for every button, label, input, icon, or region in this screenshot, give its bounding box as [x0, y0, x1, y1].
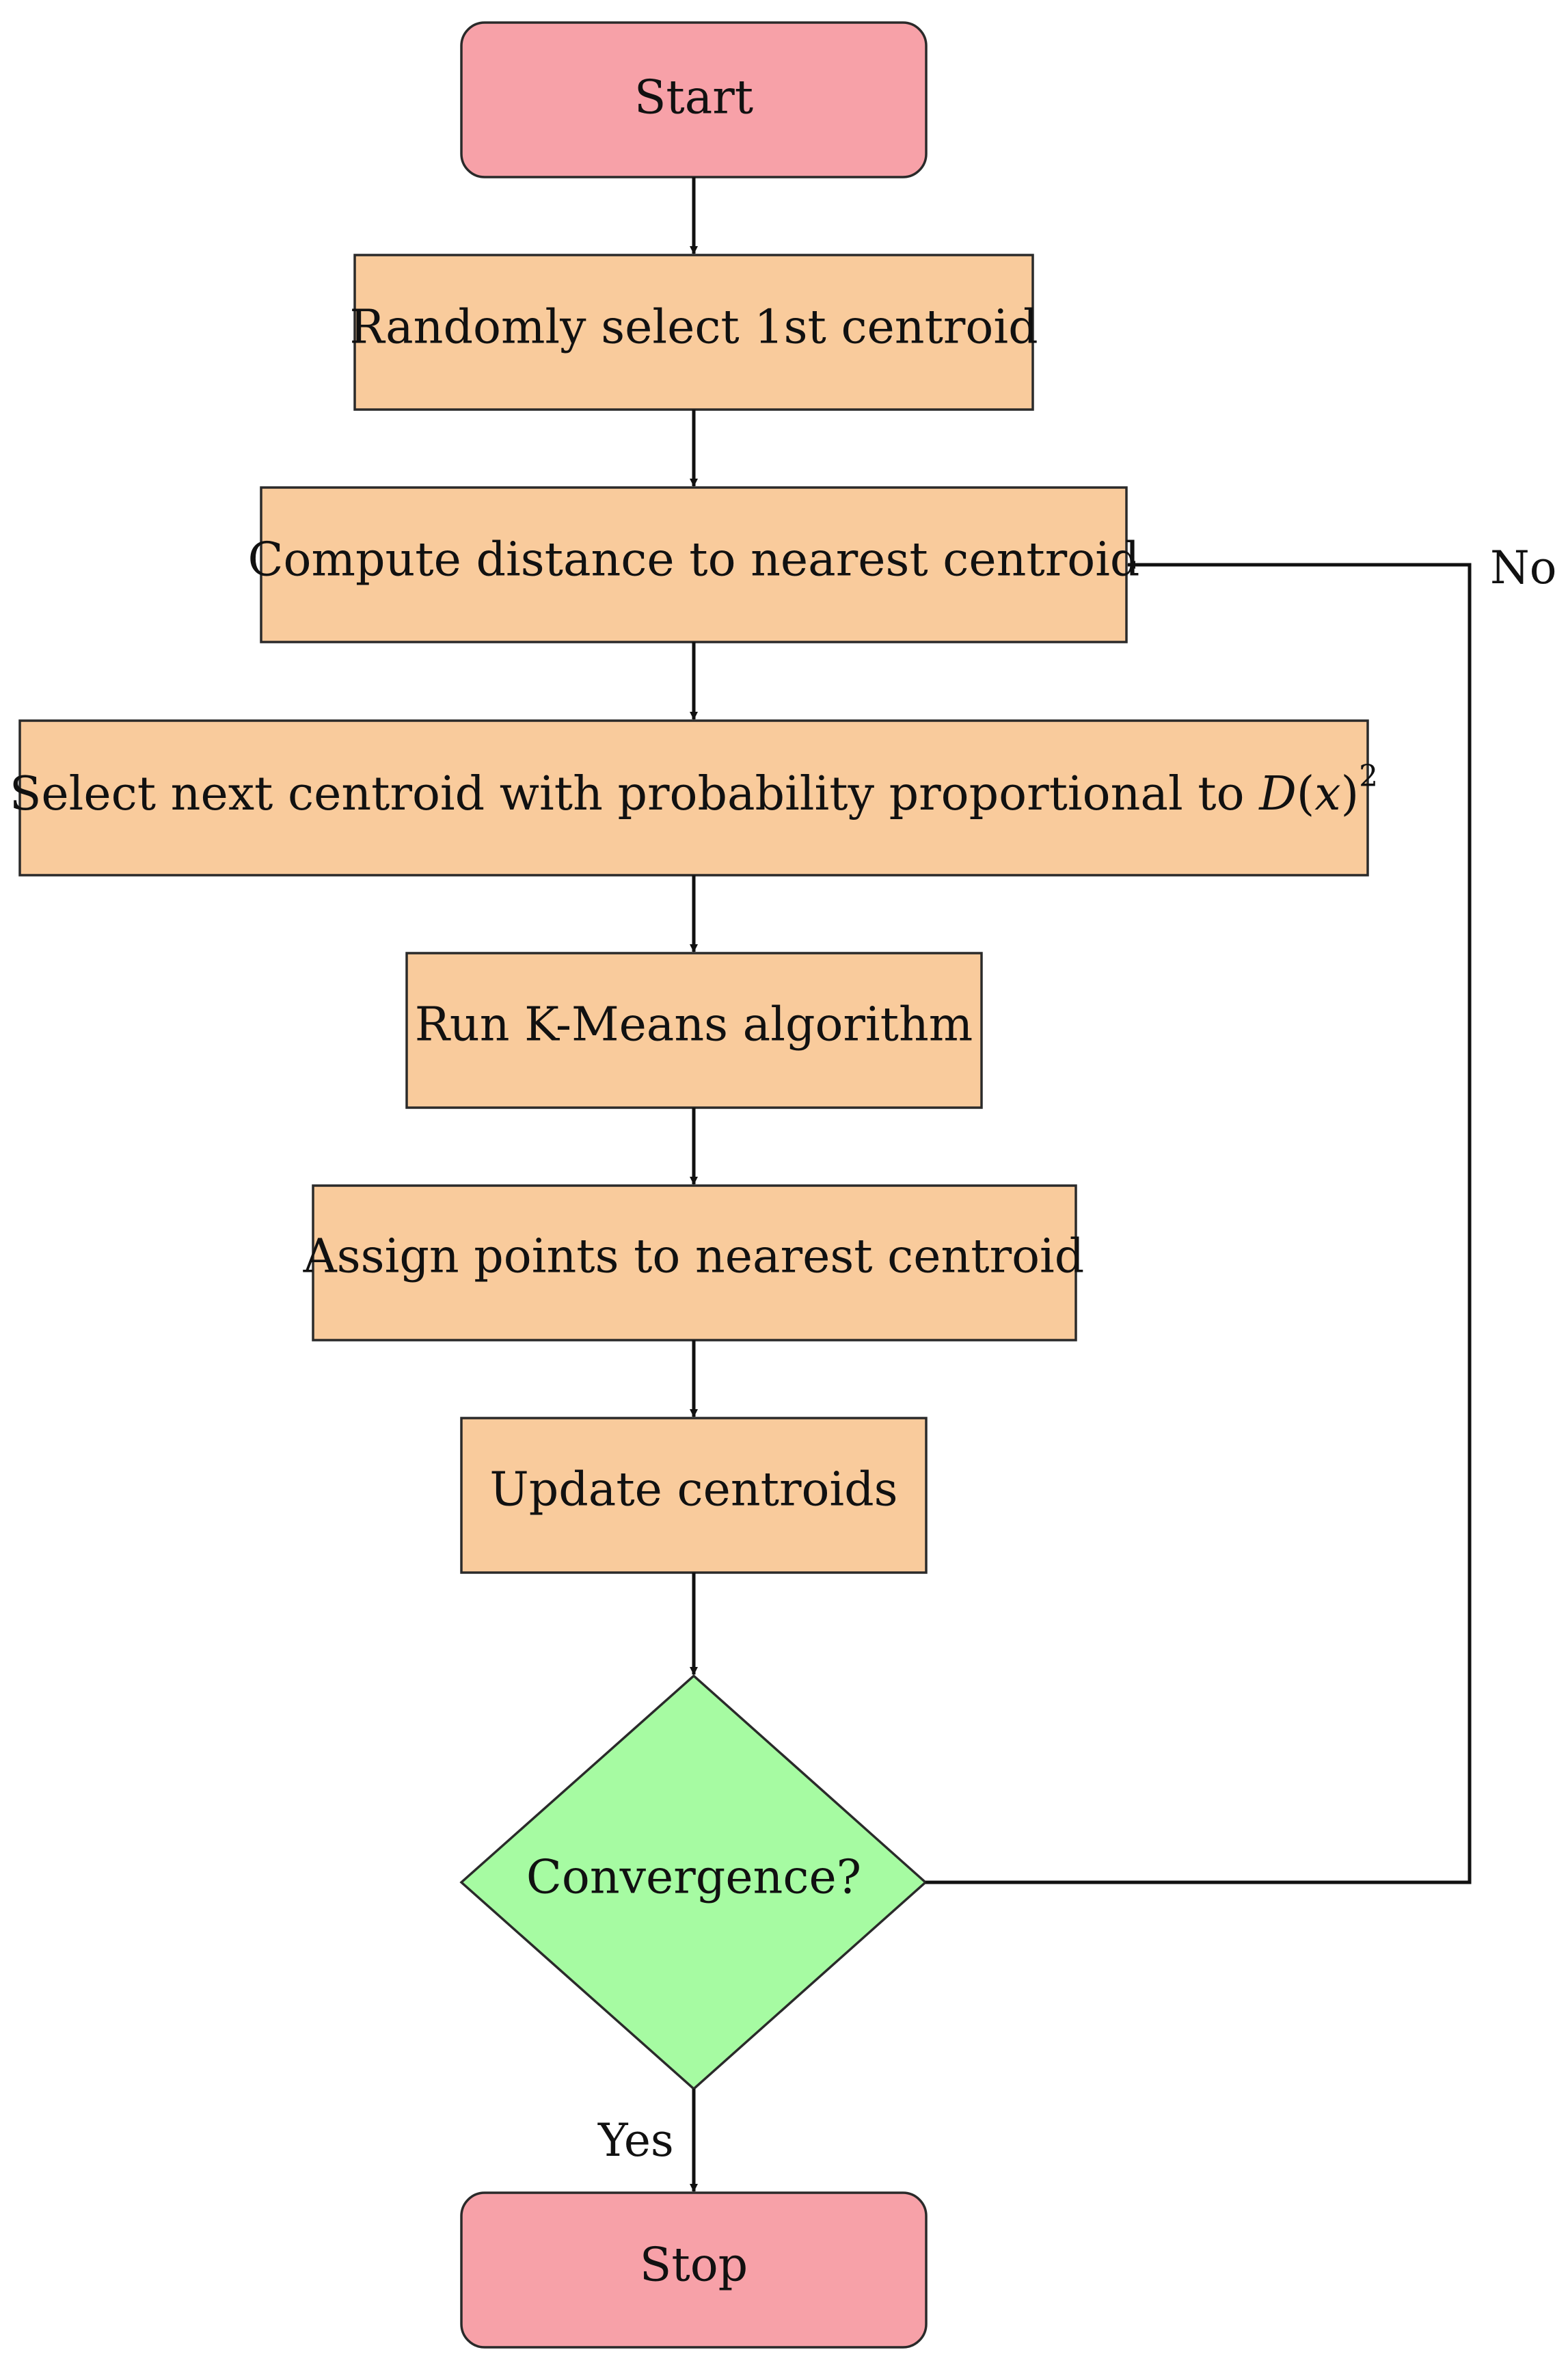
update-centroids-label: Update centroids: [489, 1463, 897, 1517]
edge-label-no: No: [1490, 542, 1557, 594]
run-kmeans-shape: [405, 952, 983, 1109]
select-first-centroid-label: Randomly select 1st centroid: [349, 301, 1038, 355]
convergence-decision-node: Convergence?: [459, 1674, 928, 2091]
arrow-no-loop-back: [925, 561, 1472, 1884]
edge-label-yes: Yes: [597, 2114, 674, 2167]
select-first-centroid-shape: [353, 254, 1034, 411]
math-close-paren: ): [1341, 767, 1360, 821]
select-next-centroid-shape: [18, 719, 1369, 877]
compute-distance-label: Compute distance to nearest centroid: [248, 533, 1140, 587]
stop-node: Stop: [460, 2191, 928, 2349]
select-next-centroid-text: Select next centroid with probability pr…: [10, 767, 1259, 821]
math-d: D: [1258, 767, 1297, 821]
run-kmeans-node: Run K-Means algorithm: [405, 952, 983, 1109]
assign-points-node: Assign points to nearest centroid: [303, 1184, 1085, 1341]
compute-distance-node: Compute distance to nearest centroid: [248, 486, 1140, 643]
stop-node-label: Stop: [640, 2239, 748, 2293]
start-node-label: Start: [634, 71, 753, 125]
convergence-decision-label: Convergence?: [526, 1851, 861, 1905]
start-node: Start: [460, 21, 928, 178]
select-first-centroid-node: Randomly select 1st centroid: [349, 254, 1038, 411]
update-centroids-node: Update centroids: [460, 1417, 928, 1574]
compute-distance-shape: [260, 486, 1128, 643]
math-x: x: [1314, 767, 1340, 821]
run-kmeans-label: Run K-Means algorithm: [415, 998, 973, 1052]
math-open-paren: (: [1297, 767, 1315, 821]
math-exponent: 2: [1359, 759, 1378, 794]
assign-points-label: Assign points to nearest centroid: [303, 1230, 1085, 1284]
select-next-centroid-label: Select next centroid with probability pr…: [10, 759, 1378, 821]
stop-node-shape: [460, 2191, 928, 2349]
select-next-centroid-node: Select next centroid with probability pr…: [10, 719, 1378, 877]
